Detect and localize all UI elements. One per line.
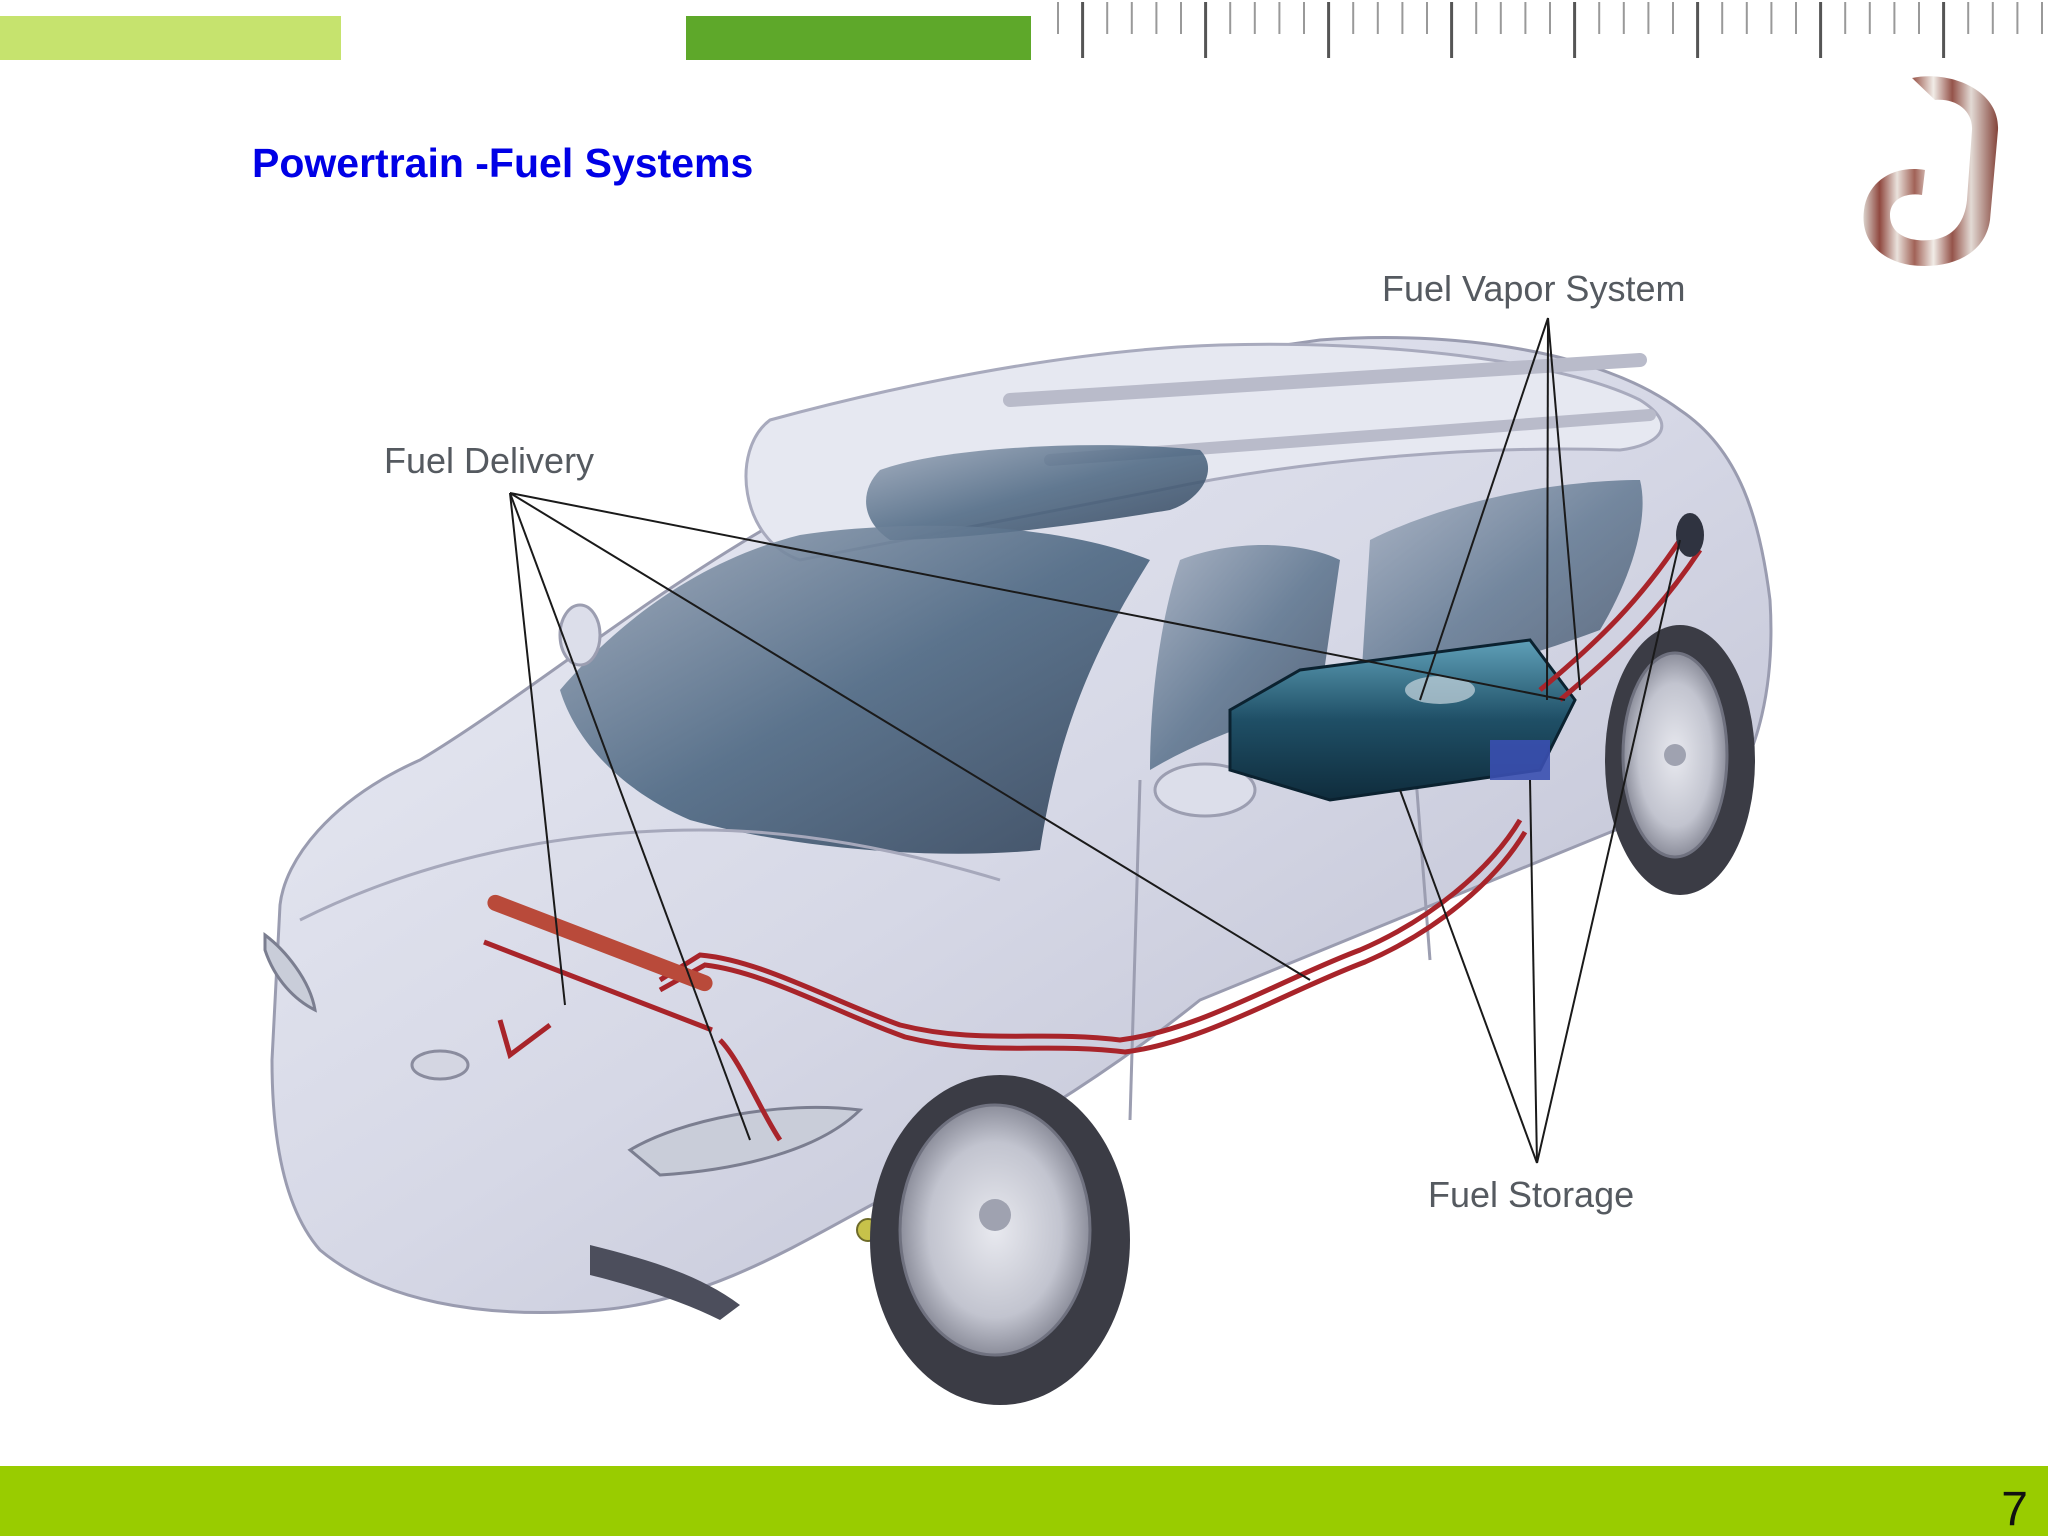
fuel-tank xyxy=(1228,638,1577,802)
car-body xyxy=(263,336,1773,1320)
header-accent-bar-dark xyxy=(686,16,1031,60)
callout-leader-lines xyxy=(509,317,1681,1164)
slide-title: Powertrain -Fuel Systems xyxy=(252,140,754,186)
header-ruler-decoration xyxy=(1057,2,2043,58)
company-logo xyxy=(1863,76,1999,266)
callout-fuel-delivery: Fuel Delivery xyxy=(384,440,595,481)
callout-fuel-storage: Fuel Storage xyxy=(1428,1174,1635,1215)
header-accent-bar-light xyxy=(0,16,341,60)
callout-fuel-vapor-system: Fuel Vapor System xyxy=(1382,268,1686,309)
fuel-lines xyxy=(483,538,1703,1142)
page-number: 7 xyxy=(2001,1483,2028,1536)
footer-bar xyxy=(0,1466,2048,1536)
front-wheel xyxy=(870,1075,1130,1405)
rear-wheel xyxy=(1605,625,1755,895)
fuel-filler xyxy=(1676,513,1704,557)
fuel-rail xyxy=(487,894,713,992)
